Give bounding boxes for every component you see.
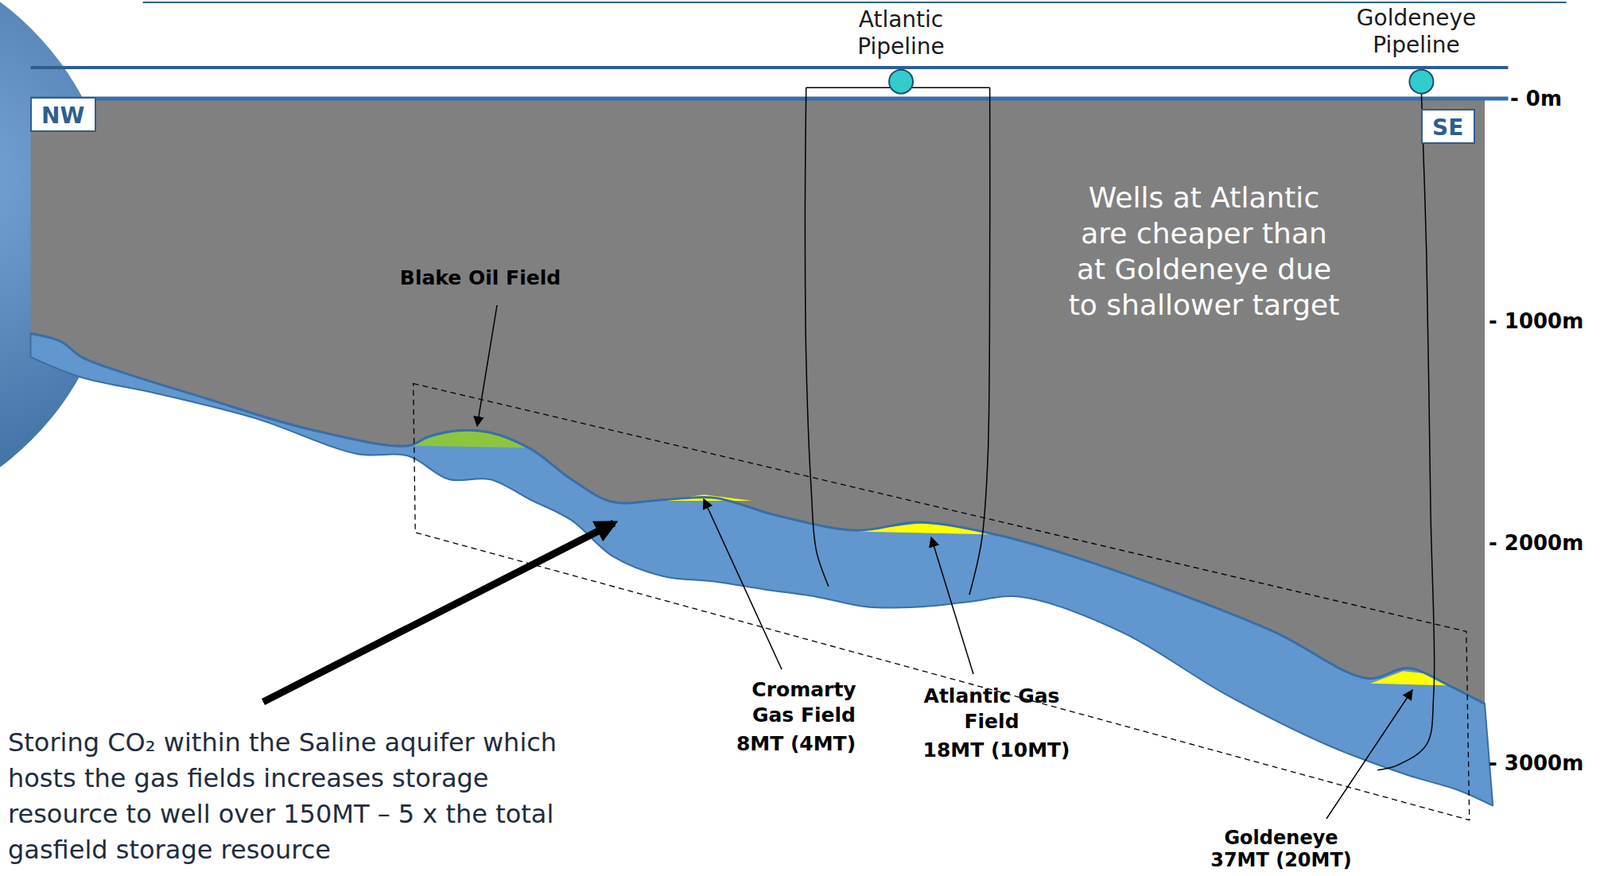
leader-line: [703, 499, 782, 670]
field-name: Cromarty Gas Field: [734, 677, 874, 729]
capacity: 8MT (4MT): [716, 731, 876, 758]
pipeline-label: Atlantic Pipeline: [821, 6, 981, 61]
compass-box: SE: [1421, 108, 1476, 144]
top-line: [143, 1, 1567, 4]
well: [1377, 93, 1435, 771]
formation-top: [30, 333, 1485, 705]
note: Wells at Atlantic are cheaper than at Go…: [1067, 179, 1342, 323]
compass-box: NW: [30, 97, 97, 133]
depth-label: - 2000m: [1488, 529, 1584, 557]
pipeline-label: Goldeneye Pipeline: [1332, 4, 1500, 59]
leader-line: [477, 305, 498, 427]
well: [804, 87, 829, 587]
well: [969, 87, 991, 595]
field-name: Atlantic Gas Field: [922, 683, 1062, 735]
callout-arrow: [263, 523, 614, 703]
direction-label: NW: [41, 102, 86, 130]
capacity: 37MT (20MT): [1193, 849, 1369, 872]
callout-note: Storing CO₂ within the Saline aquifer wh…: [7, 725, 601, 869]
pipeline-symbol: [1409, 69, 1434, 94]
capacity: 18MT (10MT): [908, 737, 1084, 764]
overburden: [30, 98, 1485, 704]
seabed: [30, 97, 1508, 101]
sea-surface: [30, 66, 1508, 70]
depth-label: - 0m: [1510, 85, 1562, 113]
pipeline-symbol: [889, 69, 913, 94]
field-name: Goldeneye: [1193, 827, 1369, 850]
direction-label: SE: [1432, 114, 1465, 142]
field-name: Blake Oil Field: [361, 265, 600, 292]
leader-line: [1326, 690, 1413, 820]
depth-label: - 3000m: [1488, 749, 1584, 777]
study-area: [413, 383, 1470, 820]
leader-line: [931, 537, 974, 675]
depth-label: - 1000m: [1488, 307, 1584, 335]
